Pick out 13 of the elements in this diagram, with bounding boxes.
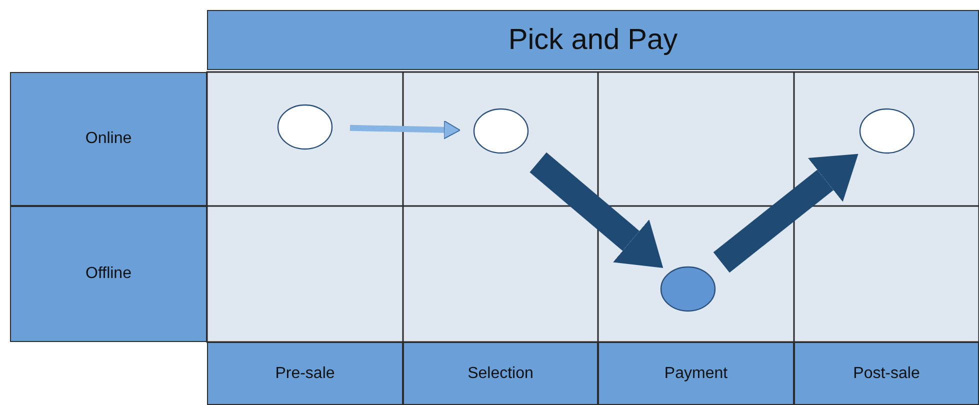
circle-marker (859, 108, 915, 154)
arrow (713, 154, 858, 273)
column-header: Post-sale (794, 342, 979, 405)
circle-marker (660, 266, 716, 312)
column-header: Payment (598, 342, 794, 405)
title-banner: Pick and Pay (207, 10, 979, 70)
column-header: Pre-sale (207, 342, 403, 405)
circle-marker (277, 104, 333, 150)
circle-marker (473, 108, 529, 154)
row-header: Offline (10, 206, 207, 342)
column-header: Selection (403, 342, 598, 405)
row-header: Online (10, 72, 207, 206)
arrow (350, 120, 460, 140)
